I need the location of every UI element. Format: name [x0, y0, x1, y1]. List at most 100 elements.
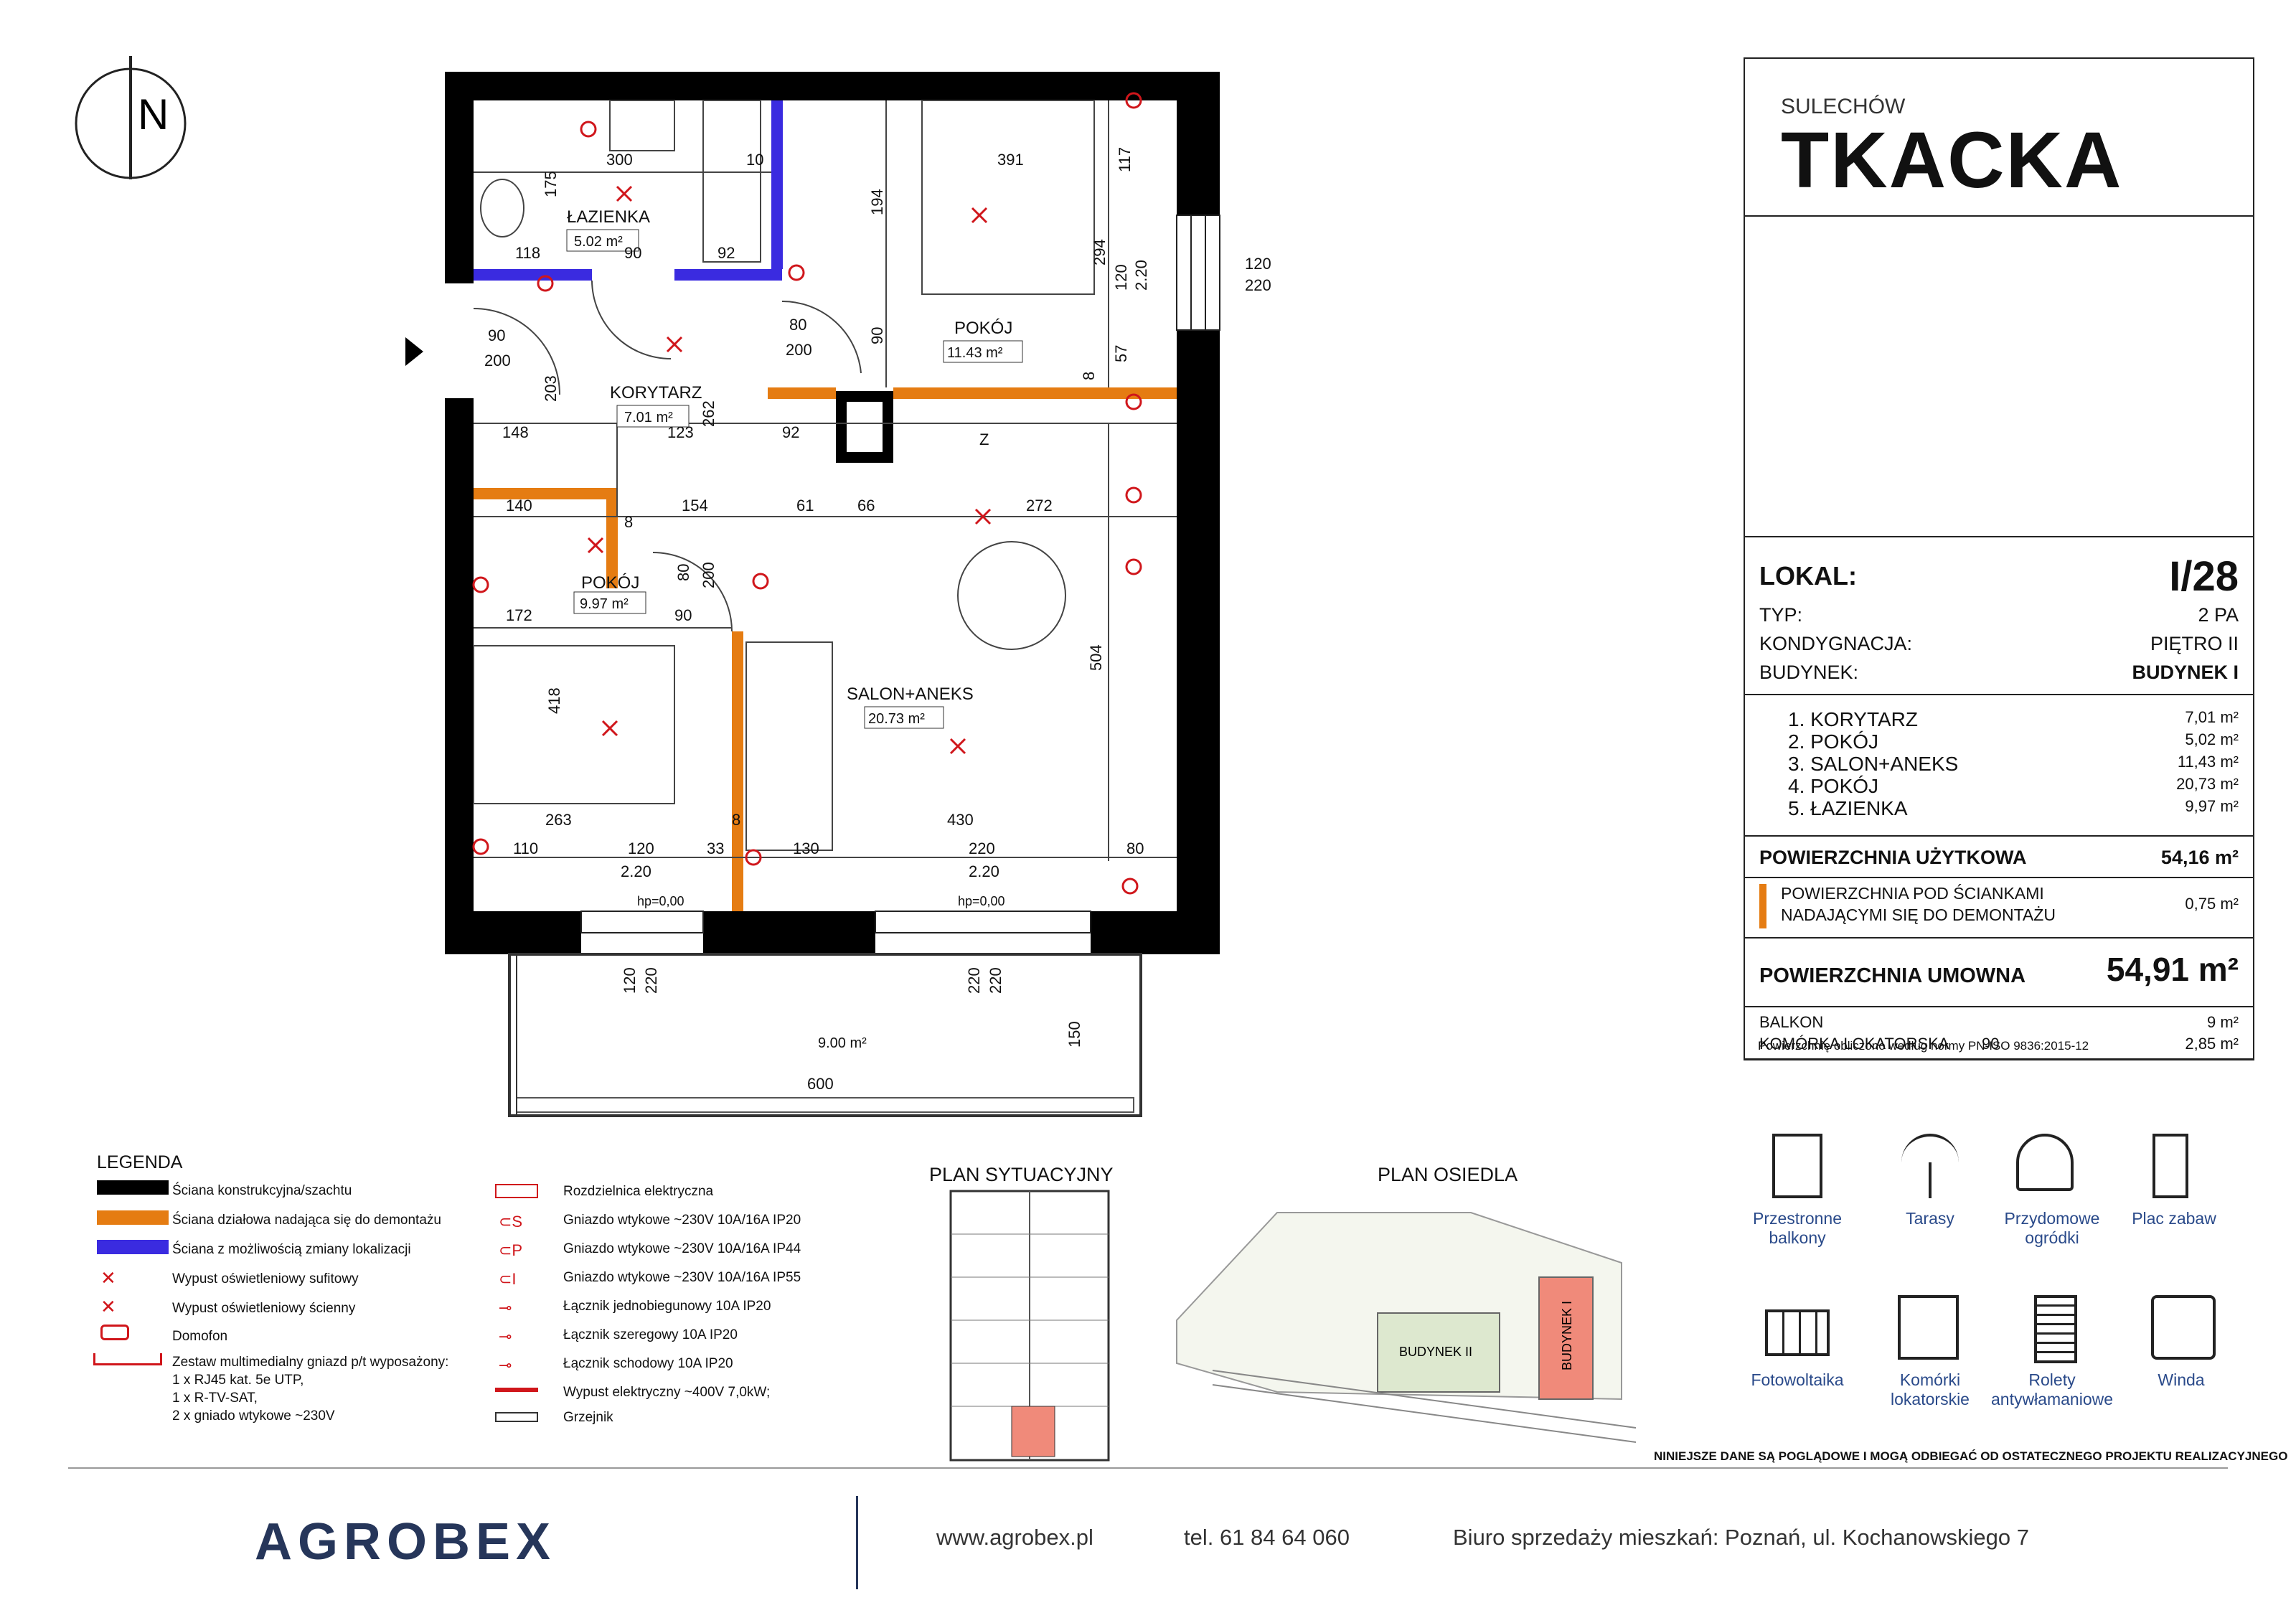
- legend-label: Zestaw multimedialny gniazd p/t wyposażo…: [172, 1355, 449, 1370]
- dim-label: 140: [506, 497, 532, 514]
- dim-label: 120: [1112, 264, 1130, 291]
- socket-ip44-icon: ⊂P: [499, 1241, 523, 1259]
- legend-label: Ściana z możliwością zmiany lokalizacji: [172, 1242, 411, 1257]
- room-area-pokoj-small: 9.97 m²: [580, 596, 629, 612]
- storage-icon: [1898, 1295, 1959, 1360]
- dim-label: 90: [674, 606, 692, 624]
- room-name-pokoj-small: POKÓJ: [581, 573, 639, 593]
- dim-label: 66: [857, 497, 875, 514]
- north-label: N: [138, 90, 169, 138]
- demontaz-label-2: NADAJĄCYMI SIĘ DO DEMONTAŻU: [1781, 905, 2056, 924]
- plan-sytuacyjny-drawing: [949, 1190, 1110, 1462]
- balcony-area: 9.00 m²: [818, 1035, 867, 1051]
- legend-label: Grzejnik: [563, 1410, 613, 1425]
- footer-divider: [68, 1467, 2228, 1469]
- room-name-korytarz: KORYTARZ: [610, 383, 702, 403]
- balcony: [508, 953, 1142, 1117]
- dim-label: 504: [1087, 644, 1105, 671]
- legend-label: Rozdzielnica elektryczna: [563, 1184, 714, 1199]
- lokal-label: LOKAL:: [1759, 561, 1857, 591]
- north-arrow-icon: N: [75, 56, 187, 179]
- socket-ip20-icon: ⊂S: [499, 1213, 523, 1231]
- sofa: [745, 641, 833, 851]
- dim-label: 110: [513, 839, 538, 857]
- socket-ip55-icon: ⊂I: [499, 1270, 517, 1288]
- sink: [609, 100, 675, 151]
- multimedia-socket-icon: [93, 1353, 162, 1365]
- dim-label: 220: [642, 967, 660, 994]
- legend-label: Ściana konstrukcyjna/szachtu: [172, 1183, 352, 1198]
- switch-single-icon: ⊸: [499, 1299, 512, 1317]
- disclaimer: NINIEJSZE DANE SĄ POGLĄDOWE I MOGĄ ODBIE…: [1654, 1449, 2288, 1463]
- legend-label: Wypust oświetleniowy sufitowy: [172, 1271, 359, 1286]
- dim-label: 8: [732, 811, 740, 829]
- legend-label: Łącznik jednobiegunowy 10A IP20: [563, 1299, 771, 1314]
- dim-label: 2.20: [621, 862, 651, 880]
- dim-label: 391: [997, 151, 1024, 169]
- legend-swatch-black: [97, 1180, 169, 1195]
- legend-label: Ściana działowa nadająca się do demontaż…: [172, 1213, 441, 1228]
- bed-large: [921, 100, 1095, 295]
- brand-logo: AGROBEX: [255, 1513, 557, 1571]
- website-link[interactable]: www.agrobex.pl: [936, 1525, 1093, 1550]
- plan-sytuacyjny-title: PLAN SYTUACYJNY: [929, 1164, 1114, 1185]
- apartment-walls: [445, 72, 1220, 954]
- dim-label: 263: [545, 811, 572, 829]
- dim-label: 90: [624, 244, 641, 262]
- amenity-label: Winda: [2158, 1370, 2205, 1389]
- legend-label: Łącznik szeregowy 10A IP20: [563, 1327, 738, 1342]
- uzytkowa-value: 54,16 m²: [2160, 847, 2239, 868]
- dim-label: hp=0,00: [958, 894, 1005, 908]
- legend-swatch-orange: [97, 1210, 169, 1225]
- legend-label: 1 x R-TV-SAT,: [172, 1391, 258, 1406]
- dim-label: 294: [1091, 239, 1109, 265]
- dim-label: 90: [488, 326, 505, 344]
- city-label: SULECHÓW: [1781, 95, 1906, 118]
- amenity-label: Tarasy: [1906, 1209, 1954, 1228]
- toilet: [480, 179, 524, 237]
- electrical-panel-icon: [495, 1184, 538, 1198]
- balcony-icon: [1772, 1134, 1822, 1198]
- dim-label: 150: [1065, 1021, 1083, 1048]
- electrical-marks: [472, 92, 1142, 895]
- amenity-label: Plac zabaw: [2132, 1209, 2216, 1228]
- dim-label: 80: [1126, 839, 1144, 857]
- dim-label: 430: [947, 811, 974, 829]
- project-title: TKACKA: [1781, 116, 2123, 204]
- budynek-i-label: BUDYNEK I: [1560, 1301, 1574, 1370]
- entrance-arrow-icon: [405, 337, 423, 366]
- budynek-ii-label: BUDYNEK II: [1399, 1345, 1472, 1359]
- legend-label: Wypust oświetleniowy ścienny: [172, 1301, 356, 1316]
- shutters-icon: [2034, 1295, 2077, 1363]
- dim-label: 80: [789, 316, 806, 334]
- dim-label: 120: [628, 839, 654, 857]
- dim-label: Z: [979, 431, 989, 448]
- legend-label: Gniazdo wtykowe ~230V 10A/16A IP44: [563, 1241, 801, 1256]
- dim-label: 10: [746, 151, 763, 169]
- dim-label: 220: [965, 967, 983, 994]
- dim-label: 8: [624, 513, 633, 531]
- dim-label: 118: [515, 244, 540, 262]
- plan-osiedla-drawing: BUDYNEK II BUDYNEK I: [1176, 1212, 1637, 1443]
- plan-osiedla-title: PLAN OSIEDLA: [1378, 1164, 1518, 1185]
- dim-label: 262: [700, 400, 718, 427]
- dim-label: 200: [786, 341, 812, 359]
- dim-label: 92: [718, 244, 735, 262]
- terrace-icon: [1901, 1134, 1959, 1165]
- legend-label: Gniazdo wtykowe ~230V 10A/16A IP55: [563, 1270, 801, 1285]
- dim-label: 2.20: [969, 862, 999, 880]
- power-outlet-400v-icon: [495, 1388, 538, 1392]
- playground-icon: [2152, 1134, 2188, 1198]
- wall-light-icon: ✕: [100, 1296, 116, 1317]
- bed-small: [473, 645, 675, 804]
- balkon-label: BALKON: [1759, 1013, 1824, 1031]
- terrace-icon-pole: [1929, 1162, 1932, 1198]
- dim-label: 92: [782, 423, 799, 441]
- room-name-pokoj-large: POKÓJ: [954, 319, 1012, 338]
